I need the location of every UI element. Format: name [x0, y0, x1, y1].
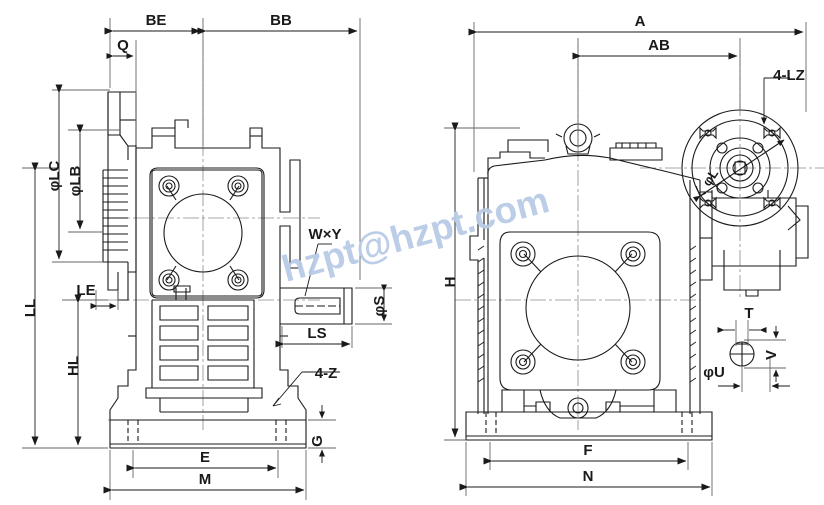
cooling-fins-left [145, 285, 263, 413]
housing-outline-left [109, 119, 307, 420]
breather-plate-right [507, 139, 663, 161]
dim-label-N: N [583, 468, 594, 485]
dim-label-4Z: 4-Z [315, 365, 338, 382]
shaft-key-section-detail [717, 320, 790, 392]
dim-label-WxY: W×Y [309, 226, 342, 243]
dim-label-LE: LE [76, 282, 95, 299]
dimension-lines-right [444, 22, 807, 496]
flange-bolt-bosses [158, 175, 249, 291]
dim-label-V: V [763, 350, 780, 360]
dimension-lines-left [22, 18, 392, 500]
base-plate-right [465, 389, 713, 441]
dim-label-LC: φLC [46, 160, 63, 191]
dim-label-phiS: φS [371, 296, 388, 317]
motor-flange-left [102, 91, 137, 301]
dim-label-LL: HL [65, 356, 82, 376]
dim-label-G: G [309, 435, 326, 447]
dim-label-E: E [200, 449, 210, 466]
dim-label-4LZ: 4-LZ [773, 67, 805, 84]
dim-label-F: F [583, 442, 592, 459]
dim-label-T: T [744, 305, 753, 322]
dim-label-LS: LS [307, 325, 326, 342]
drawing-geometry [22, 18, 824, 500]
dim-label-BE: BE [146, 12, 167, 29]
dim-label-A: A [635, 13, 646, 30]
flange-face-left [149, 167, 265, 299]
dim-label-M: M [199, 471, 212, 488]
dim-label-Q: Q [117, 37, 129, 54]
output-shaft-left [280, 287, 353, 325]
flange-bolt-bosses-right [510, 241, 646, 375]
dim-label-HL: LL [22, 299, 39, 317]
dimension-lines-detail [717, 320, 790, 392]
dim-label-H: H [442, 277, 459, 288]
motor-flange-circle-right [681, 109, 799, 227]
dim-label-AB: AB [648, 37, 670, 54]
dim-label-BB: BB [270, 12, 292, 29]
side-elevation-view [444, 22, 824, 496]
front-elevation-view [22, 18, 392, 500]
base-plate-left [109, 419, 307, 449]
dim-label-LB: φLB [67, 165, 84, 196]
dim-label-phiU: φU [703, 364, 725, 381]
